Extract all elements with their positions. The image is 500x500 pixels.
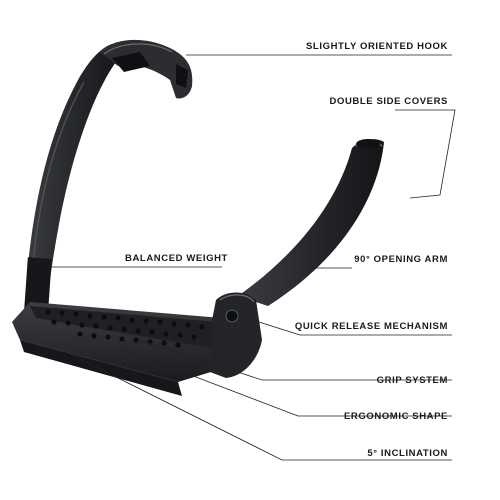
- leader-inclination: [69, 353, 452, 461]
- release-mechanism: [210, 292, 262, 378]
- label-hook: SLIGHTLY ORIENTED HOOK: [306, 41, 448, 52]
- leader-grip: [139, 339, 452, 381]
- label-weight: BALANCED WEIGHT: [125, 253, 228, 264]
- stirrup-tread: [12, 302, 236, 396]
- label-grip: GRIP SYSTEM: [376, 375, 448, 386]
- leader-release: [236, 314, 452, 336]
- label-inclination: 5° INCLINATION: [367, 448, 448, 459]
- stirrup-opening-arm: [238, 139, 384, 306]
- leader-ergonomic: [119, 347, 452, 417]
- label-release: QUICK RELEASE MECHANISM: [294, 321, 448, 332]
- label-covers: DOUBLE SIDE COVERS: [329, 96, 448, 107]
- label-ergonomic: ERGONOMIC SHAPE: [343, 411, 448, 422]
- grip-pattern: [45, 309, 205, 348]
- stirrup-left-branch: [24, 44, 124, 318]
- stirrup-hook: [100, 39, 193, 99]
- label-arm: 90° OPENING ARM: [354, 254, 448, 265]
- leader-lines: [48, 54, 456, 461]
- leader-covers: [395, 109, 456, 199]
